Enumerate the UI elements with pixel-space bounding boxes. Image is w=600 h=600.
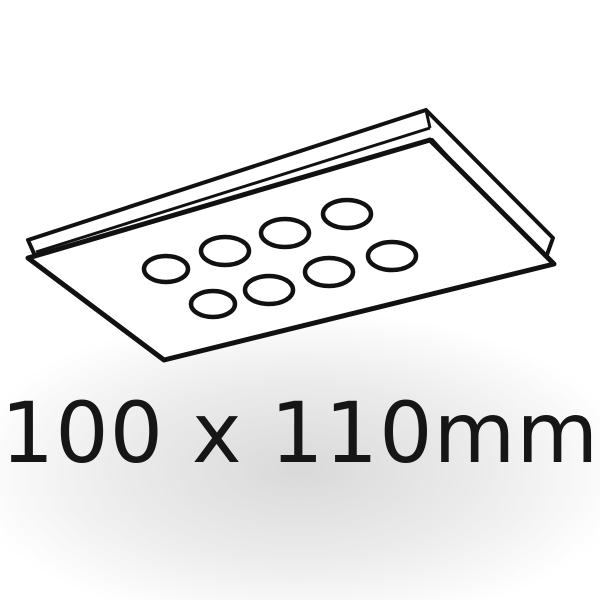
panel-face [25,137,557,363]
dimension-label: 100 x 110mm [0,384,600,482]
panel-rim-corner [424,109,432,129]
panel-holes [141,197,419,320]
panel-hole [365,239,419,273]
panel-hole [188,288,238,320]
panel-hole [242,273,296,307]
panel-hole [258,216,312,250]
panel-hole [302,255,356,289]
panel-hole [141,253,191,285]
panel-rim-inner-edge [35,126,431,254]
panel-hole [198,234,252,268]
panel-hole [320,197,374,231]
